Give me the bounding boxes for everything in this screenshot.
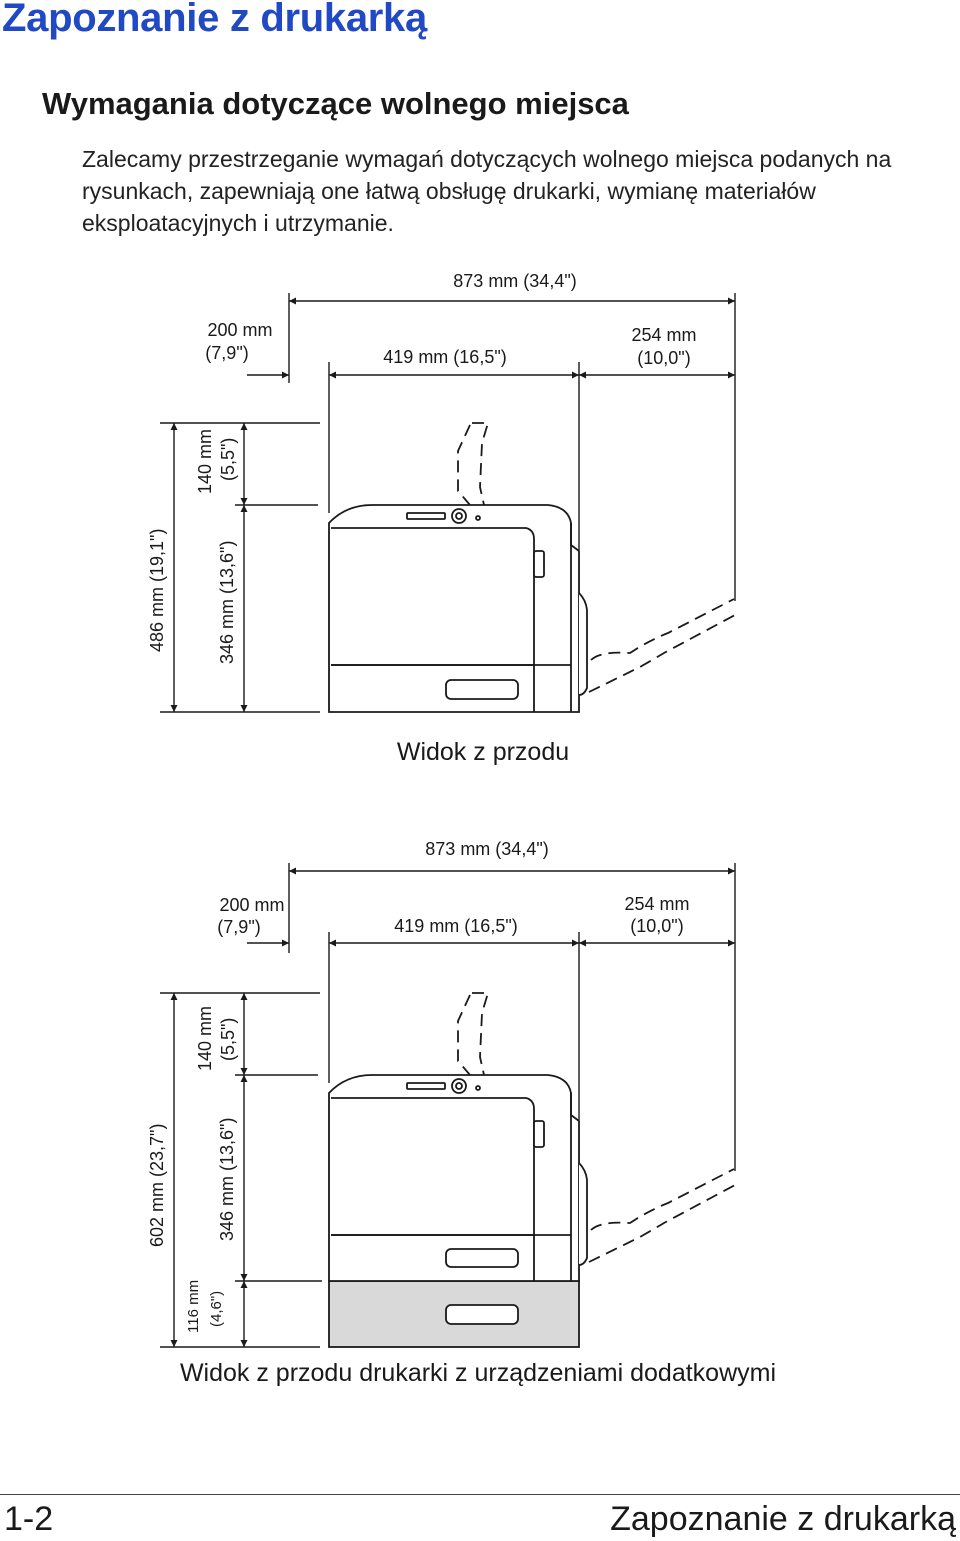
figure-front-view-with-options: 873 mm (34,4") 200 mm (7,9") 419 mm (16,… xyxy=(0,825,960,1395)
dim-total-width: 873 mm (34,4") xyxy=(453,271,576,291)
figure-caption: Widok z przodu drukarki z urządzeniami d… xyxy=(180,1359,776,1387)
dim-right-clearance-inch: (10,0") xyxy=(637,348,690,368)
footer-chapter-title: Zapoznanie z drukarką xyxy=(610,1500,956,1538)
optional-tray xyxy=(328,1280,580,1348)
dim-tray-height-inch: (4,6") xyxy=(208,1291,225,1327)
dim-tray-height: 116 mm xyxy=(185,1280,202,1333)
dim-left-clearance: 200 mm xyxy=(207,320,272,340)
dim-left-clearance-inch: (7,9") xyxy=(205,343,248,363)
dim-top-clearance: 140 mm xyxy=(195,429,215,494)
dim-left-clearance-inch: (7,9") xyxy=(217,917,260,937)
dim-top-clearance-inch: (5,5") xyxy=(218,1018,238,1061)
dim-printer-height: 346 mm (13,6") xyxy=(217,541,237,664)
dim-top-clearance-inch: (5,5") xyxy=(218,438,238,481)
dim-top-clearance: 140 mm xyxy=(195,1006,215,1071)
dim-total-height: 602 mm (23,7") xyxy=(147,1124,167,1247)
dim-printer-height: 346 mm (13,6") xyxy=(217,1118,237,1241)
dim-printer-width: 419 mm (16,5") xyxy=(383,347,506,367)
dim-right-clearance-inch: (10,0") xyxy=(630,916,683,936)
dim-right-clearance: 254 mm xyxy=(624,894,689,914)
page-number: 1-2 xyxy=(4,1500,54,1538)
dim-right-clearance: 254 mm xyxy=(631,325,696,345)
dim-printer-width: 419 mm (16,5") xyxy=(394,916,517,936)
front-view-options-diagram: 873 mm (34,4") 200 mm (7,9") 419 mm (16,… xyxy=(147,839,776,1387)
intro-paragraph: Zalecamy przestrzeganie wymagań dotycząc… xyxy=(82,146,892,236)
section-heading: Wymagania dotyczące wolnego miejsca xyxy=(42,86,629,121)
figure-caption: Widok z przodu xyxy=(397,738,569,766)
printer-icon xyxy=(328,504,588,713)
dim-total-width: 873 mm (34,4") xyxy=(425,839,548,859)
front-view-diagram: 873 mm (34,4") 200 mm (7,9") 419 mm (16,… xyxy=(147,271,736,766)
chapter-title: Zapoznanie z drukarką xyxy=(2,0,427,40)
printer-icon xyxy=(328,1074,588,1282)
figure-front-view: 873 mm (34,4") 200 mm (7,9") 419 mm (16,… xyxy=(0,255,960,775)
dim-total-height: 486 mm (19,1") xyxy=(147,529,167,652)
footer-divider xyxy=(0,1494,960,1495)
dim-left-clearance: 200 mm xyxy=(219,895,284,915)
